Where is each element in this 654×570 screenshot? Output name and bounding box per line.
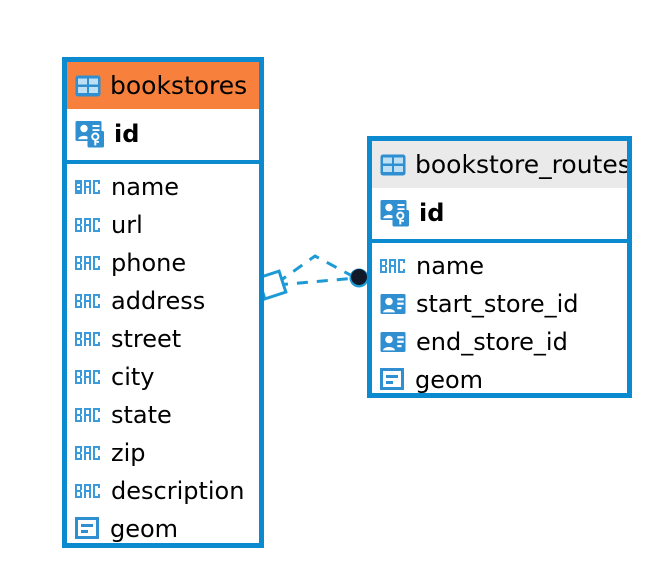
field-section-bookstore-routes: name start_store_id [372,243,627,405]
field-row-end-store-id[interactable]: end_store_id [380,323,627,361]
field-label: geom [110,515,179,543]
entity-bookstore-routes[interactable]: bookstore_routes [367,136,632,398]
entity-header-bookstores[interactable]: bookstores [67,62,259,109]
field-row-id[interactable]: id [75,115,259,153]
field-label: end_store_id [416,328,568,356]
field-row-state[interactable]: state [75,396,259,434]
primary-key-section-bookstore-routes: id [372,188,627,243]
abc-text-icon [75,180,102,194]
field-row-url[interactable]: url [75,206,259,244]
field-label: name [111,173,180,201]
field-label: url [111,211,143,239]
field-label: start_store_id [416,290,579,318]
field-label: state [111,401,172,429]
foreign-key-icon [380,331,407,354]
abc-text-icon [75,484,102,498]
field-label: street [111,325,182,353]
field-row-description[interactable]: description [75,472,259,510]
abc-text-icon [75,218,102,232]
field-label: geom [415,366,484,394]
field-row-name[interactable]: name [380,247,627,285]
primary-key-icon [75,120,105,148]
relationship-line-lower [276,276,357,287]
abc-text-icon [75,408,102,422]
table-icon [75,75,101,97]
field-row-phone[interactable]: phone [75,244,259,282]
field-label: id [114,120,140,148]
abc-text-icon [380,259,407,273]
field-label: city [111,363,155,391]
field-label: description [111,477,245,505]
field-label: zip [111,439,146,467]
abc-text-icon [75,332,102,346]
primary-key-icon [380,199,410,227]
geometry-icon [75,517,101,541]
geometry-icon [380,368,406,392]
foreign-key-icon [380,293,407,316]
relationship-line-upper [276,254,357,285]
abc-text-icon [75,370,102,384]
entity-bookstores[interactable]: bookstores id [62,57,264,548]
field-row-street[interactable]: street [75,320,259,358]
field-row-address[interactable]: address [75,282,259,320]
field-label: phone [111,249,187,277]
field-row-geom[interactable]: geom [380,361,627,399]
entity-title: bookstores [110,71,248,100]
field-label: id [419,199,445,227]
abc-text-icon [75,446,102,460]
field-row-geom[interactable]: geom [75,510,259,548]
filled-circle-marker [349,268,369,288]
field-label: address [111,287,206,315]
field-row-id[interactable]: id [380,194,627,232]
field-section-bookstores: name [67,164,259,554]
abc-text-icon [75,294,102,308]
field-row-start-store-id[interactable]: start_store_id [380,285,627,323]
field-row-zip[interactable]: zip [75,434,259,472]
abc-text-icon [75,256,102,270]
entity-header-bookstore-routes[interactable]: bookstore_routes [372,141,627,188]
primary-key-section-bookstores: id [67,109,259,164]
table-icon [380,154,406,176]
field-row-city[interactable]: city [75,358,259,396]
field-row-name[interactable]: name [75,168,259,206]
entity-title: bookstore_routes [415,150,627,179]
field-label: name [416,252,485,280]
